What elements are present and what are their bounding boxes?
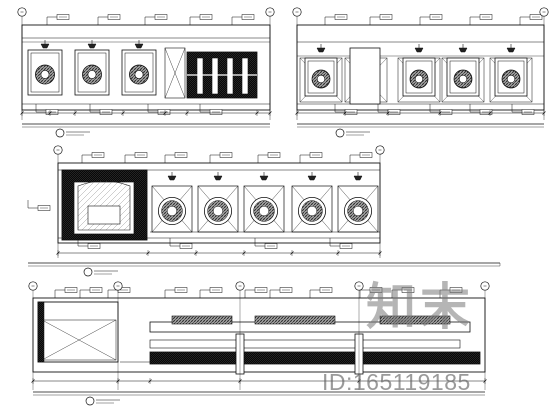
callout-tag (334, 104, 358, 115)
callout-tag (144, 14, 168, 25)
title-bubble (55, 128, 65, 138)
callout-tag (359, 287, 383, 298)
wall-lamp (259, 172, 269, 181)
elevation-panel-2 (292, 7, 549, 138)
washbasin-unit (337, 185, 379, 233)
watermark-logo: 知末 (366, 278, 474, 336)
mirror-cabinet (446, 57, 480, 97)
callout-tag (199, 287, 223, 298)
title-bubble (85, 396, 95, 406)
wall-lamp (167, 172, 177, 181)
callout-tag (124, 152, 148, 163)
watermark-id: ID:165119185 (322, 369, 471, 395)
wall-lamp (307, 172, 317, 181)
callout-tag (79, 287, 103, 298)
callout-tag (324, 14, 348, 25)
callout-tag (391, 287, 415, 298)
callout-tag (97, 14, 121, 25)
callout-tag (254, 238, 278, 249)
door-panel (349, 47, 381, 105)
wall-lamp (414, 44, 424, 53)
callout-tag (81, 152, 105, 163)
wall-lamp (353, 172, 363, 181)
callout-tag (169, 238, 193, 249)
callout-tag (519, 14, 543, 25)
callout-tag (469, 104, 493, 115)
mirror-cabinet (121, 49, 157, 96)
callout-tag (329, 238, 353, 249)
callout-tag (54, 287, 78, 298)
mirror-cabinet (74, 49, 110, 96)
callout-tag (419, 14, 443, 25)
wall-lamp (458, 44, 468, 53)
callout-tag (511, 104, 535, 115)
callout-tag (244, 287, 268, 298)
callout-tag (199, 104, 223, 115)
callout-tag (27, 200, 51, 211)
callout-tag (46, 14, 70, 25)
callout-tag (439, 287, 463, 298)
callout-tag (35, 104, 59, 115)
wall-lamp (134, 40, 144, 49)
mirror-cabinet (402, 57, 436, 97)
dimension-line (295, 110, 546, 116)
callout-tag (209, 152, 233, 163)
callout-tag (164, 287, 188, 298)
callout-tag (299, 152, 323, 163)
callout-tag (89, 104, 113, 115)
callout-tag (189, 14, 213, 25)
wall-lamp (316, 44, 326, 53)
callout-tag (164, 152, 188, 163)
callout-tag (257, 152, 281, 163)
elevation-panel-4 (28, 281, 490, 406)
callout-tag (309, 287, 333, 298)
wall-lamp (87, 40, 97, 49)
dimension-line (56, 250, 382, 256)
wall-lamp (213, 172, 223, 181)
callout-tag (147, 104, 171, 115)
mirror-cabinet (494, 57, 528, 97)
washbasin-unit (243, 185, 285, 233)
title-bubble (83, 267, 93, 277)
title-bubble (335, 128, 345, 138)
callout-tag (469, 14, 493, 25)
callout-tag (349, 152, 373, 163)
callout-tag (269, 287, 293, 298)
elevation-panel-1 (17, 7, 275, 138)
washbasin-unit (151, 185, 193, 233)
mirror-cabinet (27, 49, 63, 96)
mirror-cabinet (304, 57, 338, 97)
callout-tag (369, 14, 393, 25)
callout-tag (77, 238, 101, 249)
washbasin-unit (197, 185, 239, 233)
callout-tag (231, 14, 255, 25)
washbasin-unit (291, 185, 333, 233)
wall-lamp (40, 40, 50, 49)
wall-lamp (506, 44, 516, 53)
elevation-panel-3 (27, 145, 501, 277)
floor-band (149, 351, 481, 365)
